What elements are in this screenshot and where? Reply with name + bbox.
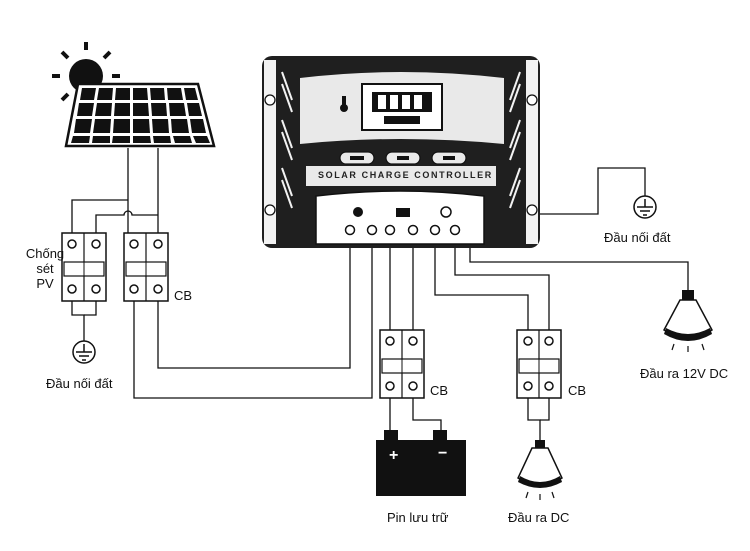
wires [71,148,689,440]
ground-right-label: Đầu nối đất [604,230,671,245]
surge-protector-icon [61,232,107,302]
output-12v-label: Đầu ra 12V DC [640,366,729,381]
cb-battery-label: CB [430,383,449,398]
battery-minus-sign: − [438,445,448,462]
battery-label: Pin lưu trữ [387,510,449,525]
ground-left-label: Đầu nối đất [46,376,113,391]
surge-protector-label-line: PV [36,276,54,291]
surge-protector-label: Chống sét PV [24,246,66,291]
surge-protector-label-line: sét [36,261,54,276]
solar-panel-icon [64,82,216,148]
terminal-icons [353,206,452,218]
battery-icon [376,430,466,496]
charge-controller [262,56,540,248]
dc-output-label: Đầu ra DC [508,510,570,525]
circuit-breaker-icon [379,329,425,399]
controller-buttons [339,151,467,165]
circuit-breaker-icon [516,329,562,399]
cb-left-label: CB [174,288,193,303]
battery-plus-sign: + [389,447,399,464]
surge-protector-label-line: Chống [25,246,65,261]
cb-dc-label: CB [568,383,587,398]
ground-icon [72,340,96,364]
bulb-icon [662,290,714,352]
bulb-icon [517,440,563,500]
terminals [344,224,461,236]
circuit-breaker-icon [123,232,169,302]
controller-title: SOLAR CHARGE CONTROLLER [318,170,493,180]
lcd-display-icon [361,83,443,131]
thermometer-icon [340,96,348,112]
ground-icon [633,195,657,219]
